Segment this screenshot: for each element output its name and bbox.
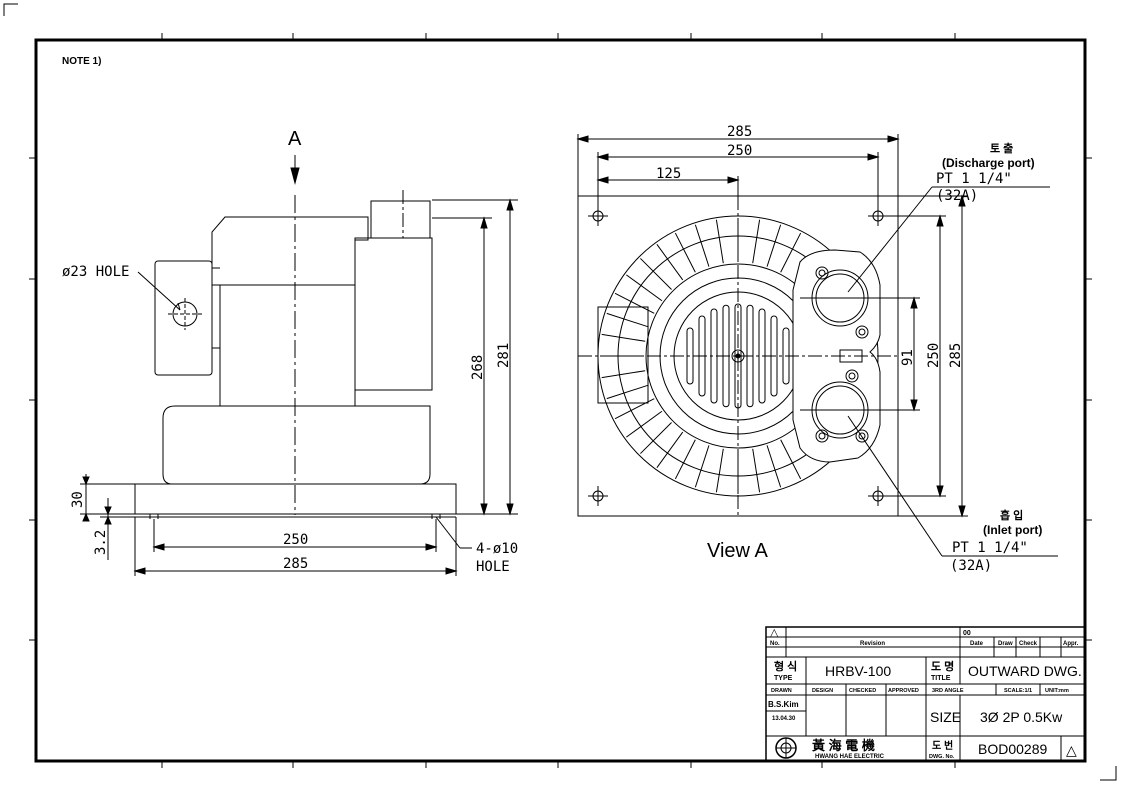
company-logo-icon	[775, 737, 797, 759]
cooling-fin	[640, 258, 672, 290]
port-stack	[354, 237, 433, 391]
dim-268: 268	[470, 355, 486, 380]
hole-label: ø23 HOLE	[62, 264, 129, 280]
dwg-kr: 도 번	[932, 739, 953, 752]
cooling-fin	[694, 445, 710, 488]
title-block: △ 00 No. Revision Date Draw Check Appr. …	[765, 626, 1086, 762]
size-label: SIZE	[930, 709, 961, 725]
cooling-fin	[614, 292, 655, 314]
size-value: 3Ø 2P 0.5Kw	[980, 709, 1063, 725]
dim-30: 30	[70, 491, 86, 508]
inlet-label-kr: 흡 입	[1000, 508, 1023, 522]
cooling-fin	[614, 398, 655, 420]
drawn-date: 13.04.30	[772, 716, 796, 722]
discharge-label-en: (Discharge port)	[942, 156, 1035, 170]
cooling-fin	[606, 312, 649, 328]
dwg-en: DWG. No.	[929, 754, 955, 760]
terminal-box	[154, 260, 213, 376]
cooling-fin	[640, 422, 672, 454]
unit-label: UNIT:mm	[1045, 688, 1069, 694]
title-en: TITLE	[931, 675, 951, 682]
discharge-thread: PT 1 1/4"	[936, 171, 1012, 187]
dim-bottom-250: 250	[283, 532, 308, 548]
cooling-fin	[606, 384, 649, 400]
dim-top-125: 125	[656, 166, 681, 182]
col-date: Date	[970, 641, 984, 647]
type-kr: 형 식	[774, 659, 797, 673]
view-caption: View A	[707, 540, 768, 562]
cooling-fin	[780, 439, 802, 480]
design-label: DESIGN	[812, 688, 833, 694]
rev-value: 00	[963, 630, 971, 637]
drawn-label: DRAWN	[771, 688, 792, 694]
company-name-en: HWANG HAE ELECTRIC	[815, 754, 885, 760]
cooling-fin	[752, 448, 761, 493]
cooling-fin	[674, 232, 696, 273]
inlet-size: (32A)	[950, 558, 992, 574]
cooling-fin	[694, 224, 710, 267]
company-name-cn: 黃 海 電 機	[811, 738, 875, 753]
cooling-fin	[626, 410, 663, 438]
cooling-fin	[656, 244, 684, 281]
dwg-value: BOD00289	[978, 741, 1047, 757]
col-draw: Draw	[998, 641, 1013, 647]
rev-mark: △	[1066, 742, 1077, 758]
dim-bottom-285: 285	[283, 556, 308, 572]
inlet-thread: PT 1 1/4"	[952, 540, 1028, 556]
angle-label: 3RD ANGLE	[932, 688, 964, 694]
cooling-fin	[656, 431, 684, 468]
inlet-label-en: (Inlet port)	[983, 523, 1042, 537]
view-marker: A	[288, 128, 302, 150]
lower-housing	[162, 405, 431, 485]
note-label: NOTE 1)	[62, 56, 101, 67]
dim-right-250: 250	[926, 343, 942, 368]
base-hole-label-2: HOLE	[476, 559, 510, 575]
zone-ticks	[29, 33, 1092, 768]
dim-3-2: 3.2	[93, 530, 109, 555]
dim-top-250: 250	[727, 143, 752, 159]
col-check: Check	[1019, 641, 1038, 647]
col-no: No.	[770, 641, 780, 647]
discharge-label-kr: 토 출	[990, 141, 1013, 155]
cooling-fin	[766, 224, 782, 267]
approved-label: APPROVED	[888, 688, 919, 694]
cooling-fin	[601, 370, 646, 379]
type-en: TYPE	[774, 675, 793, 682]
cooling-fin	[752, 219, 761, 264]
col-revision: Revision	[860, 641, 885, 647]
dim-right-285: 285	[948, 343, 964, 368]
dim-right-91: 91	[900, 349, 916, 366]
side-view: A ø23 HOLE	[62, 128, 518, 576]
dim-top-285: 285	[727, 124, 752, 140]
drawing-border	[34, 38, 1087, 763]
scale-label: SCALE:1/1	[1004, 688, 1032, 694]
rev-symbol: △	[770, 627, 779, 639]
cooling-fin	[626, 274, 663, 302]
cooling-fin	[780, 232, 802, 273]
type-value: HRBV-100	[825, 663, 891, 679]
drawer-name: B.S.Kim	[768, 700, 799, 709]
cooling-fin	[715, 448, 724, 493]
title-value: OUTWARD DWG.	[968, 663, 1082, 679]
discharge-size: (32A)	[936, 188, 978, 204]
base-hole-label-1: 4-ø10	[476, 541, 518, 557]
cooling-fin	[601, 333, 646, 342]
front-view: 285 250 125 91 250 285 토 출 (Discharge po…	[576, 124, 1058, 574]
dim-281: 281	[496, 343, 512, 368]
cooling-fin	[715, 219, 724, 264]
col-appr: Appr.	[1063, 641, 1079, 647]
cooling-fin	[766, 445, 782, 488]
checked-label: CHECKED	[849, 688, 876, 694]
cooling-fin	[674, 439, 696, 480]
title-kr: 도 명	[931, 659, 954, 673]
